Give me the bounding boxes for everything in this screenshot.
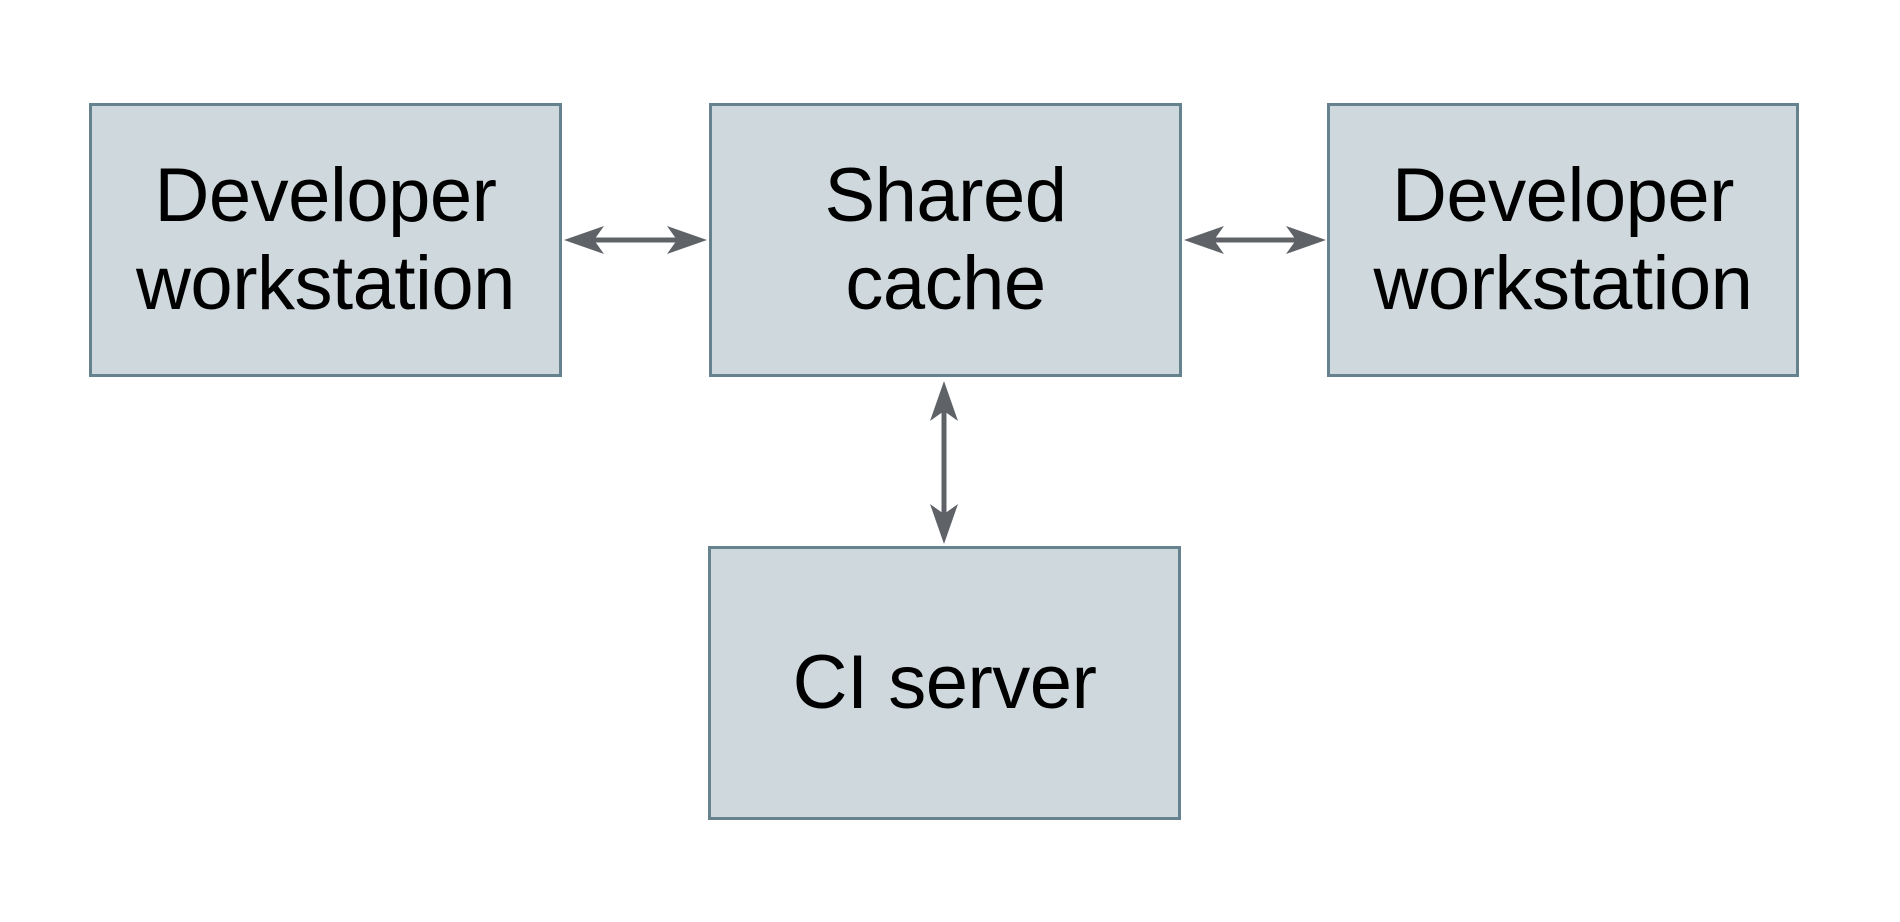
node-ci-server: CI server	[708, 546, 1181, 820]
node-shared-cache: Shared cache	[709, 103, 1182, 377]
node-label: Developer workstation	[136, 152, 515, 326]
node-label: Developer workstation	[1373, 152, 1753, 326]
node-developer-workstation-right: Developer workstation	[1327, 103, 1799, 377]
arrow-devleft-sharedcache-icon	[564, 226, 707, 254]
node-label: Shared cache	[824, 152, 1067, 326]
arrow-sharedcache-devright-icon	[1184, 226, 1326, 254]
node-label: CI server	[792, 639, 1097, 725]
node-developer-workstation-left: Developer workstation	[89, 103, 562, 377]
arrow-sharedcache-ciserver-icon	[930, 381, 958, 544]
